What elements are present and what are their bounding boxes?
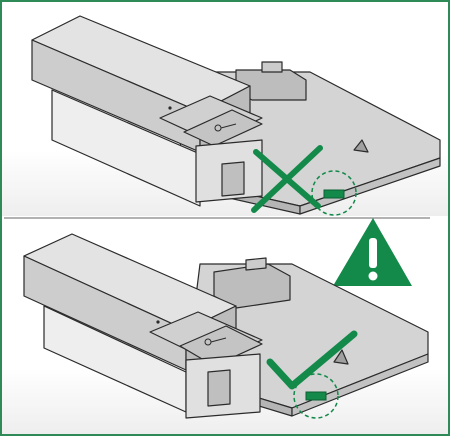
panel-incorrect [2,15,448,216]
screw-dot [168,106,172,110]
base-slab-side [299,157,441,215]
cross-mark-icon [251,145,323,213]
check-mark-icon [266,330,358,390]
warning-bar [369,238,377,268]
highlight-circle [311,170,357,216]
slab-marker [333,349,349,365]
bracket-tab [245,257,267,271]
cover-plate-lower [183,109,263,147]
latch-slot [207,369,231,407]
highlight-circle [293,373,339,419]
module-skirt [51,89,201,207]
clip-detail [305,391,327,401]
panel-correct [2,233,448,434]
key-symbol [204,337,227,346]
screw-dot [156,320,160,324]
warning-dot [368,271,378,281]
slab-marker [353,139,369,153]
warning-triangle-icon [333,218,412,286]
latch-slot [221,161,245,197]
key-symbol [214,123,237,132]
clip-detail [323,189,345,199]
bracket-tab [261,61,283,73]
